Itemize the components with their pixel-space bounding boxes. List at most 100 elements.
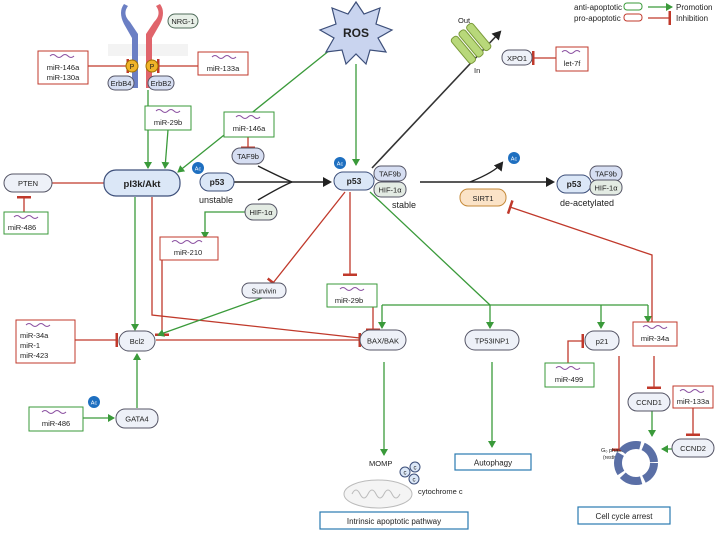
- p53-unstable-label: p53: [210, 177, 225, 187]
- cell-cycle-label: Cell cycle arrest: [596, 512, 654, 521]
- xpo1-label: XPO1: [507, 54, 527, 63]
- momp-label: MOMP: [369, 459, 392, 468]
- cytochrome-c-2: [409, 461, 421, 473]
- edge-mir29b-pi3k: [161, 129, 170, 169]
- ac-stable-label: Ac: [337, 162, 344, 168]
- mirna-mir133a-right: miR-133a: [672, 385, 714, 409]
- phospho-right-label: P: [150, 64, 155, 71]
- p21-label: p21: [596, 337, 609, 346]
- ac-released-label: Ac: [511, 157, 518, 163]
- p53-stable-label: p53: [347, 176, 362, 186]
- bax-bak-node: [359, 329, 407, 351]
- mirna-mir486-pten: miR-486: [3, 211, 49, 235]
- autophagy-box: [454, 453, 532, 471]
- edge-pi3k-bax: [151, 197, 380, 348]
- pi3k-akt-node: [103, 169, 181, 197]
- g0-resting-label: (resting): [603, 455, 622, 461]
- gata4-node: [115, 408, 159, 429]
- mirna-mir29b-top: miR-29b: [144, 105, 192, 131]
- svg-text:miR-486: miR-486: [8, 223, 36, 232]
- tp53inp1-label: TP53INP1: [475, 337, 510, 346]
- svg-text:miR-29b: miR-29b: [154, 118, 182, 127]
- erbb2-label: ErbB2: [151, 79, 172, 88]
- mirna-mir29b-mid: miR-29b: [326, 283, 378, 308]
- ac-unstable-icon: [192, 162, 204, 174]
- ccnd2-label: CCND2: [680, 444, 706, 453]
- cytochrome-label: cytochrome c: [418, 487, 463, 496]
- hif1a-deac-label: HIF-1α: [594, 184, 618, 193]
- svg-text:c: c: [413, 478, 416, 484]
- svg-text:miR-499: miR-499: [555, 375, 583, 384]
- phospho-left-label: P: [130, 64, 135, 71]
- svg-text:miR-423: miR-423: [20, 351, 48, 360]
- edges: [17, 30, 700, 456]
- mirna-mir133a-top: miR-133a: [197, 51, 249, 76]
- erbb4-label: ErbB4: [111, 79, 132, 88]
- sirt1-label: SIRT1: [472, 194, 493, 203]
- edge-ac-release: [469, 161, 504, 183]
- mirna-mir146a-mid: miR-146a: [223, 111, 275, 138]
- intrinsic-box: [319, 511, 469, 530]
- mitochondrion-icon: [343, 479, 413, 509]
- p53-unstable-node: [199, 172, 235, 192]
- tp53inp1-node: [464, 329, 520, 351]
- edge-p53-branch: [369, 191, 491, 306]
- bcl2-label: Bcl2: [130, 337, 145, 346]
- protein-nodes: pI3k/Akt PTEN TAF9b Ac p53 unstable HIF-…: [3, 147, 715, 458]
- mirna-mir210: miR-210: [159, 236, 219, 261]
- ac-released-icon: [508, 152, 520, 164]
- svg-text:miR-146a: miR-146a: [233, 124, 266, 133]
- svg-text:c: c: [414, 466, 417, 472]
- taf9b-stable-label: TAF9b: [379, 170, 401, 179]
- svg-text:miR-133a: miR-133a: [677, 397, 710, 406]
- taf9b-left-node: [231, 147, 265, 165]
- membrane-channel: Out In XPO1: [450, 16, 533, 75]
- hif1a-left-node: [244, 203, 278, 221]
- svg-text:let-7f: let-7f: [564, 59, 582, 68]
- erbb4-box: [107, 75, 135, 91]
- stable-label: stable: [392, 200, 416, 210]
- sirt1-node: [459, 188, 507, 207]
- phospho-right: [145, 59, 159, 73]
- legend-anti-label: anti-apoptotic: [574, 3, 622, 12]
- ac-stable-icon: [334, 157, 346, 169]
- nrg1-ligand: [167, 13, 199, 29]
- svg-text:miR-29b: miR-29b: [335, 296, 363, 305]
- legend-pro-label: pro-apoptotic: [574, 14, 621, 23]
- edge-hif-mir210: [201, 211, 245, 239]
- cytochrome-c-1: [399, 466, 411, 478]
- cell-cycle-ring: [614, 441, 658, 485]
- cell-cycle-inner: [624, 451, 648, 475]
- svg-text:miR-34a: miR-34a: [20, 331, 49, 340]
- ac-gata-icon: [88, 396, 100, 408]
- pi3k-akt-label: pI3k/Akt: [124, 179, 162, 190]
- svg-text:miR-1: miR-1: [20, 341, 40, 350]
- ros-node: ROS: [318, 0, 394, 66]
- svg-text:miR-210: miR-210: [174, 248, 202, 257]
- ac-gata-label: Ac: [91, 401, 98, 407]
- legend: anti-apoptotic Promotion pro-apoptotic I…: [574, 2, 712, 25]
- outcome-boxes: Intrinsic apoptotic pathway Autophagy Ce…: [319, 453, 671, 530]
- taf9b-stable-node: [373, 165, 407, 182]
- phospho-left: [125, 59, 139, 73]
- svg-text:miR-486: miR-486: [42, 419, 70, 428]
- cell-cycle-box: [577, 506, 671, 525]
- survivin-node: [241, 282, 287, 299]
- ccnd1-node: [627, 392, 671, 412]
- ccnd1-label: CCND1: [636, 398, 662, 407]
- p21-node: [584, 330, 620, 351]
- deacetylated-label: de-acetylated: [560, 198, 614, 208]
- mirna-boxes: miR-146a miR-130a miR-133a let-7f miR-29…: [3, 46, 714, 432]
- xpo1-box: [501, 49, 533, 66]
- svg-text:c: c: [404, 471, 407, 477]
- bax-bak-label: BAX/BAK: [367, 337, 399, 346]
- hif1a-stable-node: [373, 181, 407, 198]
- autophagy-label: Autophagy: [474, 459, 512, 468]
- in-label: In: [474, 66, 480, 75]
- edge-mir34a-sirt1: [506, 200, 653, 322]
- cytochrome-c-3: [408, 473, 420, 485]
- legend-promotion-label: Promotion: [676, 3, 712, 12]
- ac-unstable-label: Ac: [195, 167, 202, 173]
- nrg1-label: NRG-1: [171, 17, 194, 26]
